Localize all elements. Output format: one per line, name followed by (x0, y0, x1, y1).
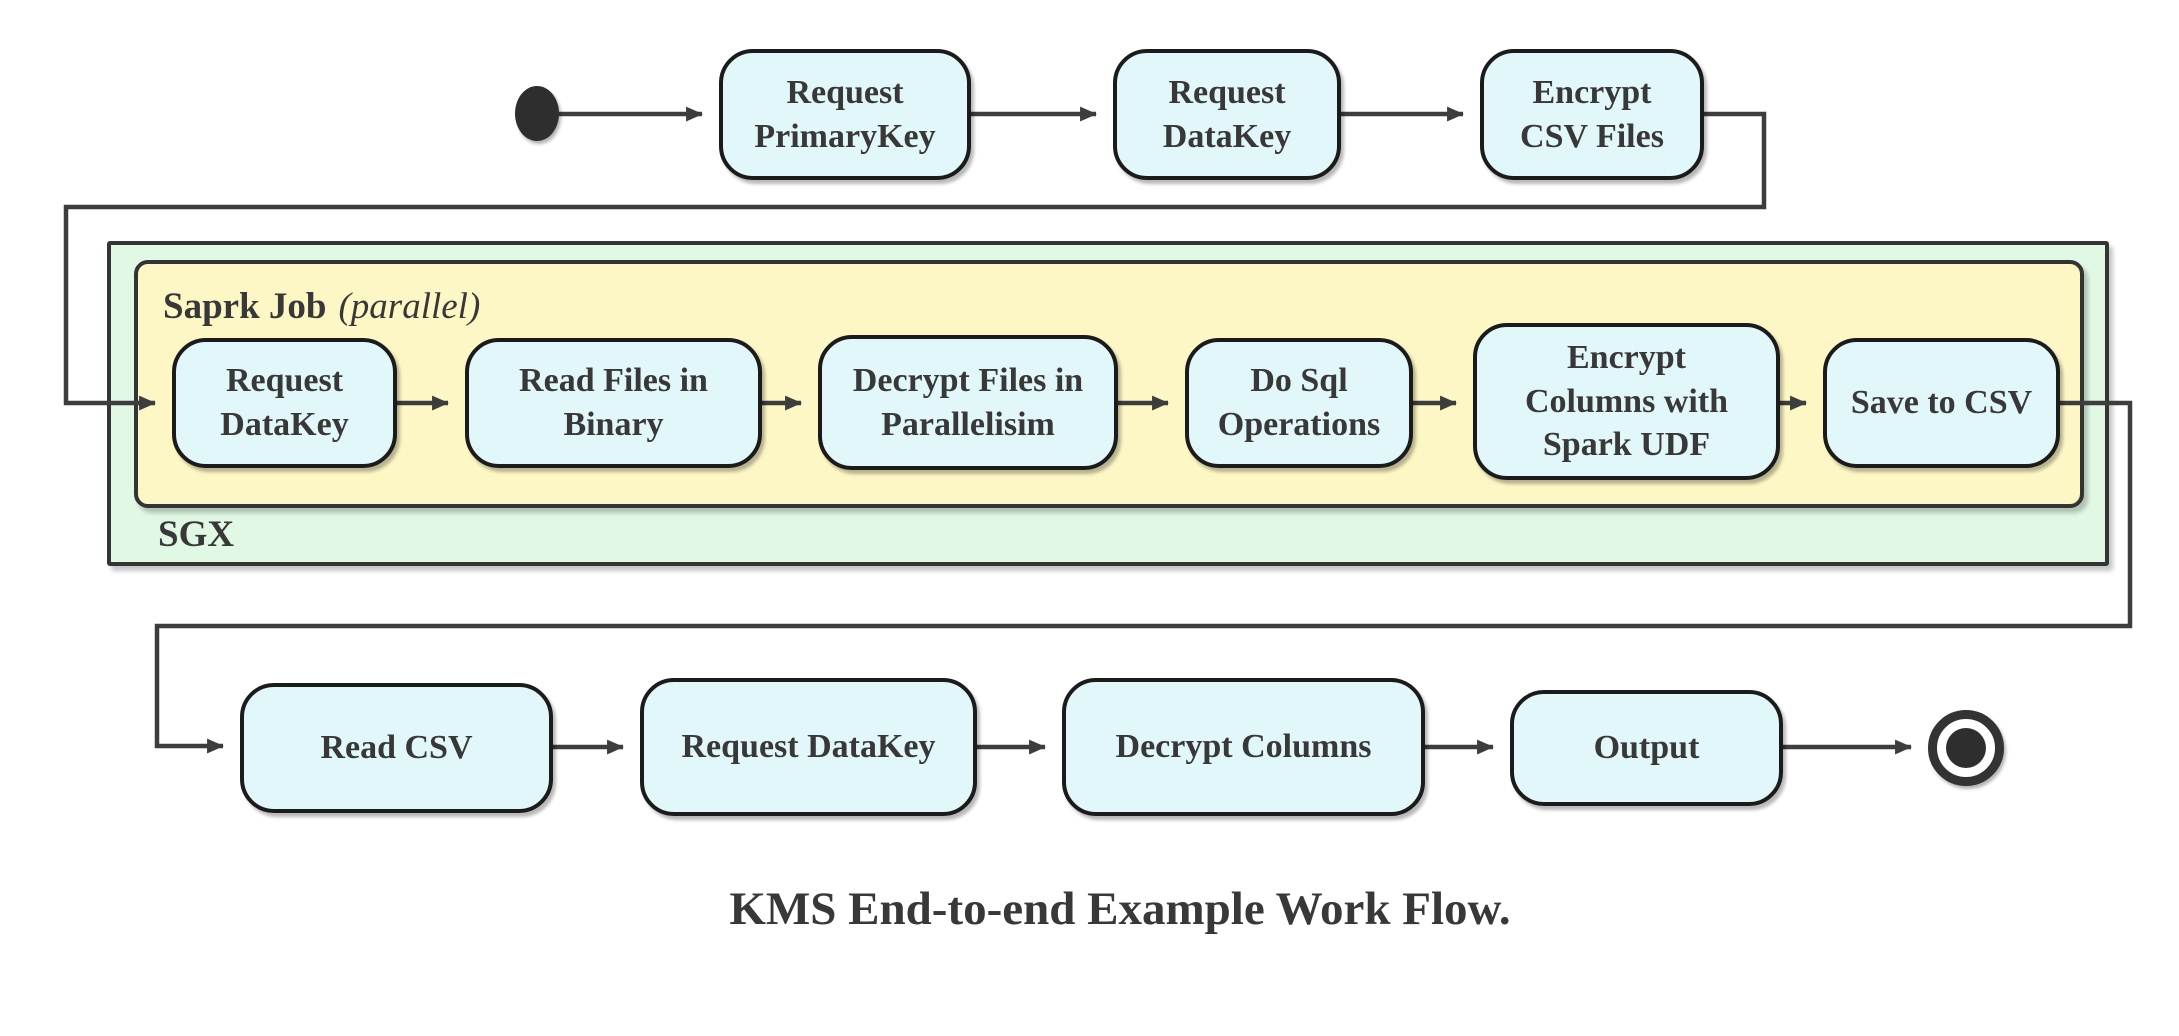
node-encrypt-csv-files: Encrypt CSV Files (1480, 49, 1704, 180)
node-label: Encrypt Columns with Spark UDF (1524, 339, 1729, 464)
sgx-label: SGX (158, 514, 235, 555)
node-output: Output (1510, 690, 1783, 806)
node-request-datakey-bottom: Request DataKey (640, 678, 977, 816)
end-state-icon (1928, 710, 2004, 786)
node-encrypt-columns-with-spark-udf: Encrypt Columns with Spark UDF (1473, 323, 1780, 480)
spark-job-qualifier: (parallel) (338, 286, 481, 327)
node-do-sql-operations: Do Sql Operations (1185, 338, 1413, 468)
node-label: Read Files in Binary (519, 362, 708, 443)
diagram-caption: KMS End-to-end Example Work Flow. (729, 883, 1511, 935)
node-label: Encrypt CSV Files (1520, 73, 1664, 155)
node-label: Save to CSV (1850, 384, 2033, 422)
node-label: Request PrimaryKey (754, 73, 936, 155)
node-label: Do Sql Operations (1217, 362, 1381, 443)
node-request-primarykey: Request PrimaryKey (719, 49, 971, 180)
node-decrypt-columns: Decrypt Columns (1062, 678, 1425, 816)
node-label: Decrypt Files in Parallelisim (852, 361, 1084, 443)
spark-job-label-bold: Saprk Job (163, 286, 327, 327)
node-label: Read CSV (320, 729, 473, 767)
node-read-csv: Read CSV (240, 683, 553, 813)
spark-job-label: Saprk Job (parallel) (163, 288, 480, 325)
node-label: Output (1593, 729, 1700, 767)
node-label: Request DataKey (681, 728, 936, 766)
node-save-to-csv: Save to CSV (1823, 338, 2060, 468)
node-read-files-in-binary: Read Files in Binary (465, 338, 762, 468)
node-label: Decrypt Columns (1115, 728, 1372, 766)
node-request-datakey-top: Request DataKey (1113, 49, 1341, 180)
node-label: Request DataKey (220, 362, 349, 443)
start-state-icon (515, 86, 559, 141)
end-state-dot (1946, 728, 1986, 768)
node-decrypt-files-in-parallelism: Decrypt Files in Parallelisim (818, 335, 1118, 470)
node-label: Request DataKey (1162, 73, 1292, 155)
node-request-datakey-spark: Request DataKey (172, 338, 397, 468)
